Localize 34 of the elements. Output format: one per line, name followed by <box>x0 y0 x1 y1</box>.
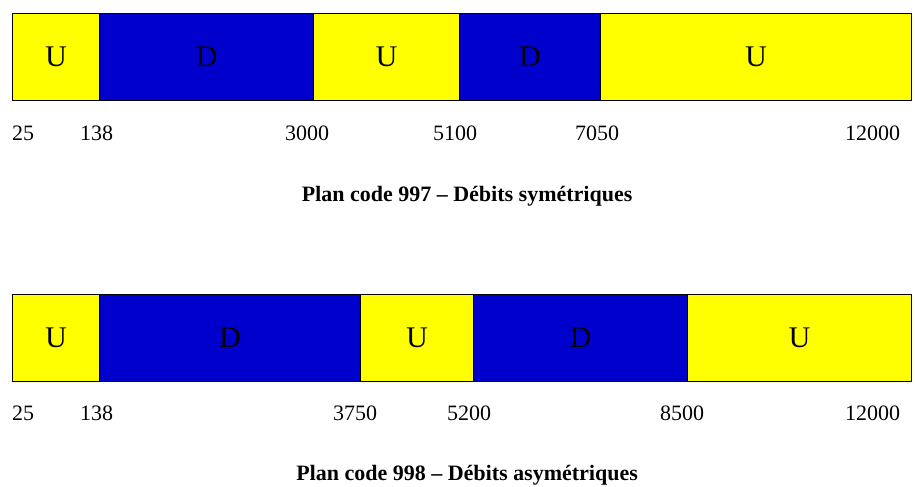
frequency-tick-label: 5200 <box>447 402 491 424</box>
segment-label: D <box>219 321 241 355</box>
frequency-tick-label: 12000 <box>845 122 900 144</box>
segment-label: D <box>570 321 592 355</box>
frequency-tick-label: 25 <box>12 402 34 424</box>
band-segment <box>600 13 912 101</box>
frequency-tick-label: 3750 <box>333 402 377 424</box>
segment-label: D <box>196 40 218 74</box>
frequency-tick-label: 7050 <box>575 122 619 144</box>
frequency-tick-label: 12000 <box>845 402 900 424</box>
caption: Plan code 997 – Débits symétriques <box>302 183 632 205</box>
segment-label: U <box>745 40 767 74</box>
frequency-tick-label: 138 <box>80 122 113 144</box>
band-segment <box>473 294 688 382</box>
band-segment <box>360 294 474 382</box>
band-segment <box>12 13 100 101</box>
segment-label: U <box>406 321 428 355</box>
segment-label: D <box>519 40 541 74</box>
band-segment <box>459 13 601 101</box>
caption: Plan code 998 – Débits asymétriques <box>296 462 638 484</box>
segment-label: U <box>376 40 398 74</box>
frequency-tick-label: 138 <box>80 402 113 424</box>
frequency-tick-label: 8500 <box>660 402 704 424</box>
band-segment <box>12 294 100 382</box>
band-segment <box>313 13 460 101</box>
band-segment <box>99 13 314 101</box>
frequency-tick-label: 5100 <box>433 122 477 144</box>
frequency-tick-label: 25 <box>12 122 34 144</box>
band-segment <box>99 294 361 382</box>
band-segment <box>687 294 912 382</box>
segment-label: U <box>788 321 810 355</box>
frequency-tick-label: 3000 <box>285 122 329 144</box>
segment-label: U <box>45 40 67 74</box>
segment-label: U <box>45 321 67 355</box>
